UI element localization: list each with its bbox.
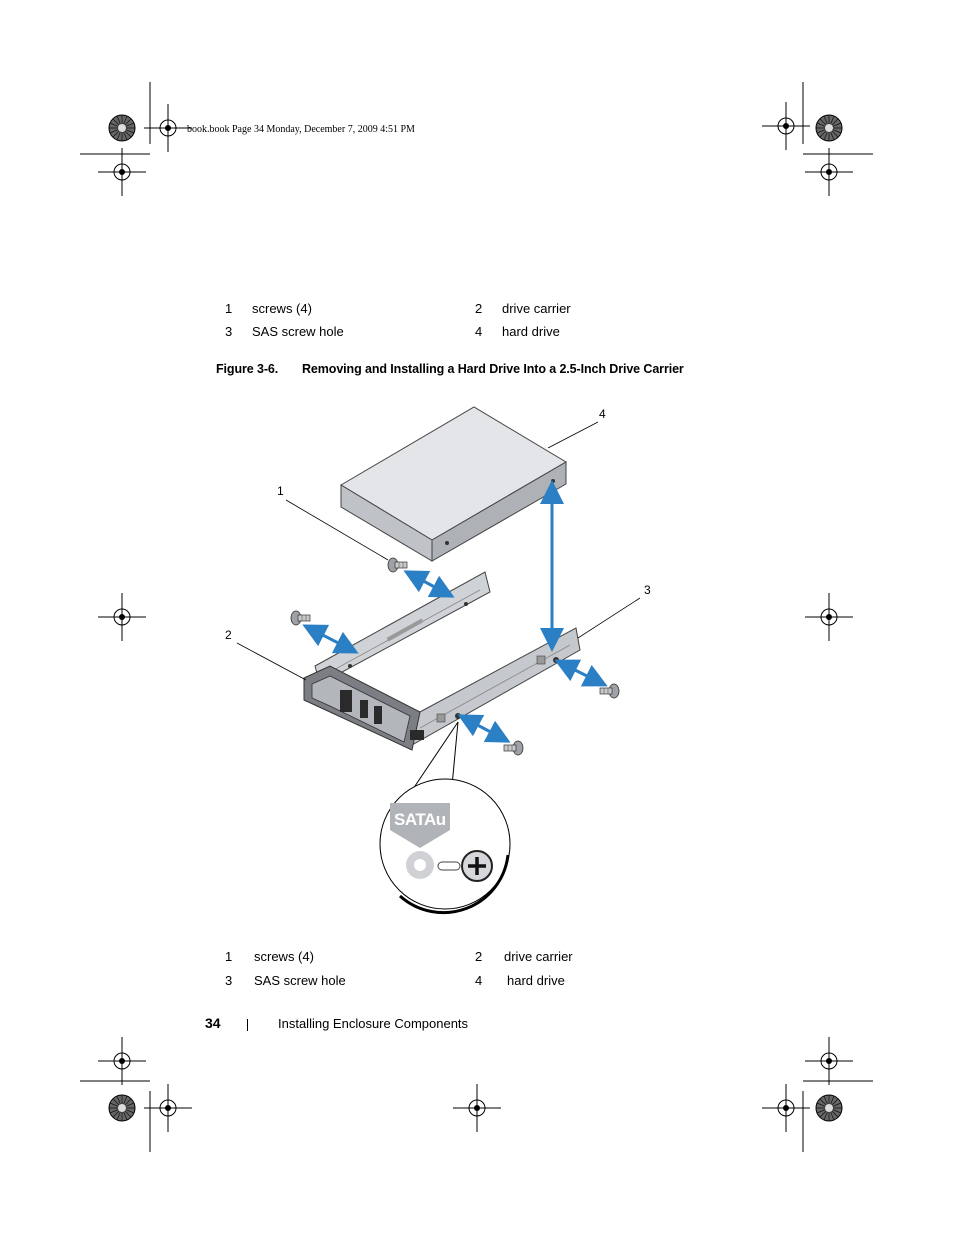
print-slug: book.book Page 34 Monday, December 7, 20… (187, 124, 415, 135)
callout-2: 2 (225, 628, 232, 642)
direction-arrows (302, 480, 608, 743)
legend-item-num: 3 (225, 973, 233, 988)
legend-item-num: 1 (225, 949, 233, 964)
legend-item-num: 3 (225, 324, 233, 339)
callout-3: 3 (644, 583, 651, 597)
callout-1: 1 (277, 484, 284, 498)
detail-magnifier (379, 721, 511, 915)
callout-leaders (236, 421, 641, 681)
hard-drive-shape (340, 406, 567, 562)
callout-4: 4 (599, 407, 606, 421)
drive-carrier-shape (303, 571, 581, 751)
legend-item-num: 2 (475, 301, 483, 316)
legend-item-label: screws (4) (254, 949, 314, 964)
sata-badge: SATAu (394, 810, 446, 829)
footer-divider (247, 1019, 248, 1031)
legend-item-label: SAS screw hole (252, 324, 344, 339)
legend-item-label: screws (4) (252, 301, 312, 316)
figure-caption: Figure 3-6. Removing and Installing a Har… (216, 362, 684, 376)
legend-item-label: drive carrier (504, 949, 573, 964)
legend-item-label: SAS screw hole (254, 973, 346, 988)
legend-item-num: 4 (475, 324, 483, 339)
figure-number: Figure 3-6. (216, 362, 279, 376)
legend-item-label: hard drive (507, 973, 565, 988)
legend-item-num: 4 (475, 973, 483, 988)
page-number: 34 (205, 1015, 221, 1031)
legend-item-label: hard drive (502, 324, 560, 339)
legend-item-num: 2 (475, 949, 483, 964)
legend-item-label: drive carrier (502, 301, 571, 316)
figure-title: Removing and Installing a Hard Drive Int… (302, 362, 684, 376)
legend-item-num: 1 (225, 301, 233, 316)
footer-section-title: Installing Enclosure Components (278, 1016, 469, 1031)
